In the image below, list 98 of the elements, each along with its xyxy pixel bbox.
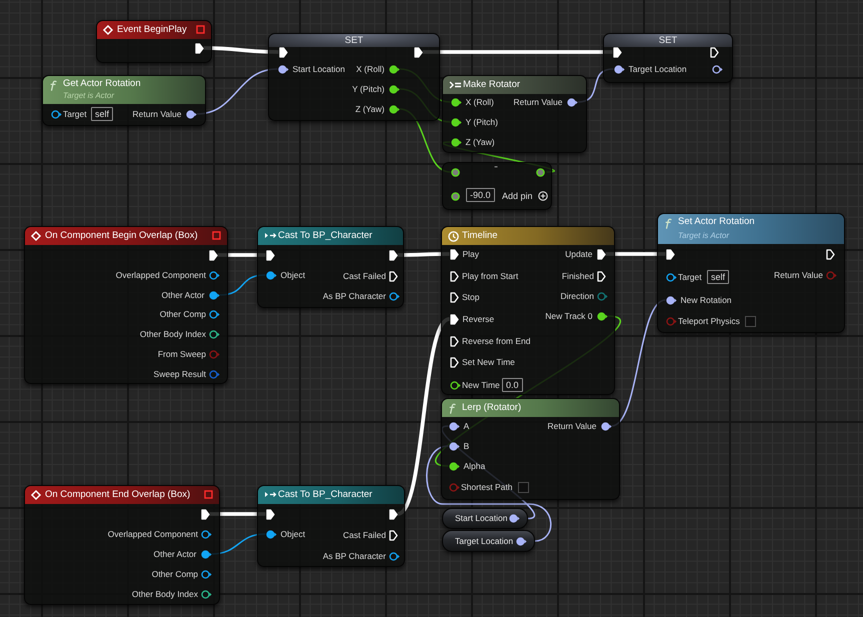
node-title: Event BeginPlay: [117, 24, 187, 36]
pin-label: Finished: [562, 270, 594, 282]
graph-node: [257, 485, 405, 567]
exec-pin-icon: [388, 508, 398, 520]
pin-label: Play from Start: [462, 270, 518, 282]
pin-label: X (Roll): [356, 64, 384, 74]
operator-label: -: [494, 160, 498, 172]
node-title: Lerp (Rotator): [462, 402, 522, 414]
node-title: Start Location: [455, 513, 508, 524]
pin-label: Stop: [462, 292, 480, 302]
pin-label: Other Body Index: [140, 328, 206, 340]
node-subtitle: Target is Actor: [63, 91, 114, 101]
pin-label: New Track 0: [545, 310, 592, 322]
exec-pin-icon: [208, 250, 218, 260]
node-title: Set Actor Rotation: [678, 216, 755, 228]
graph-node: [442, 530, 535, 552]
pin-label: From Sweep: [158, 348, 206, 360]
node-title: Cast To BP_Character: [278, 230, 372, 242]
pin-label: Y (Pitch): [352, 84, 384, 94]
pin-label: Other Comp: [152, 568, 198, 580]
input-field: 0.0: [502, 378, 523, 392]
input-field: self: [707, 270, 730, 284]
graph-node: [24, 226, 228, 384]
pin-label: Cast Failed: [343, 270, 386, 282]
pin-label: Other Actor: [154, 548, 196, 560]
node-title: Cast To BP_Character: [278, 489, 372, 501]
node-title: SET: [658, 35, 678, 47]
node-title: Get Actor Rotation: [63, 78, 141, 90]
graph-node: [657, 213, 845, 333]
graph-node: [442, 508, 528, 529]
pin-label: Shortest Path: [461, 482, 513, 492]
pin-label: Play: [462, 248, 480, 260]
pin-label: As BP Character: [322, 550, 386, 562]
pin-label: Overlapped Component: [108, 528, 198, 540]
pin-label: Update: [565, 248, 592, 260]
pin-label: Return Value: [774, 270, 823, 280]
node-title: Make Rotator: [463, 79, 520, 91]
exec-pin-icon: [200, 508, 210, 520]
pin-label: Other Comp: [160, 308, 206, 320]
pin-label: Other Body Index: [132, 588, 198, 600]
pin-label: Z (Yaw): [466, 136, 495, 148]
graph-node: [441, 226, 615, 395]
exec-pin-icon: [266, 250, 274, 260]
pin-label: Reverse: [462, 314, 494, 324]
pin-label: Start Location: [292, 64, 345, 74]
node-title: On Component Begin Overlap (Box): [45, 230, 198, 242]
pin-label: Alpha: [464, 460, 486, 472]
exec-pin-icon: [666, 248, 674, 260]
node-title: SET: [344, 35, 364, 47]
wire: [426, 445, 552, 542]
pin-label: Teleport Physics: [678, 316, 740, 326]
input-field: self: [91, 107, 114, 121]
graph-node: [442, 75, 587, 153]
pin-label: Return Value: [514, 96, 562, 108]
exec-pin-icon: [278, 46, 288, 58]
exec-pin-icon: [388, 250, 398, 260]
add-pin-label: Add pin: [502, 190, 533, 202]
graph-node: [257, 226, 404, 308]
pin-icon: [536, 168, 546, 176]
node-title: Timeline: [462, 230, 498, 242]
pin-label: Object: [280, 270, 306, 280]
pin-label: Object: [280, 528, 306, 540]
pin-label: Cast Failed: [343, 530, 386, 540]
node-title: Target Location: [455, 536, 514, 546]
pin-label: Z (Yaw): [355, 104, 384, 114]
graph-node: [42, 75, 206, 126]
pin-label: Target: [678, 272, 702, 282]
pin-label: New Time: [462, 380, 500, 390]
pin-label: Target Location: [628, 64, 687, 74]
pin-label: Overlapped Component: [116, 270, 206, 280]
exec-pin-icon: [194, 42, 204, 54]
pin-label: Target: [63, 108, 87, 120]
node-title: On Component End Overlap (Box): [45, 489, 190, 501]
exec-pin-icon: [414, 46, 422, 58]
graph-node: [268, 33, 440, 121]
exec-pin-icon: [612, 46, 622, 58]
graph-node: [24, 485, 220, 605]
pin-label: A: [464, 420, 470, 432]
pin-label: Sweep Result: [154, 368, 206, 380]
pin-icon: [450, 168, 462, 176]
pin-label: Y (Pitch): [466, 116, 498, 128]
graph-node: [96, 20, 212, 63]
pin-label: X (Roll): [466, 96, 494, 108]
graph-node: [442, 162, 552, 210]
graph-node: [603, 33, 733, 83]
exec-pin-icon: [266, 508, 274, 520]
pin-label: Set New Time: [462, 356, 515, 368]
pin-label: Other Actor: [162, 290, 204, 300]
pin-label: B: [464, 440, 470, 452]
pin-label: Direction: [560, 290, 594, 302]
node-subtitle: Target is Actor: [678, 231, 729, 241]
graph-node: [441, 398, 620, 500]
pin-label: Reverse from End: [462, 336, 530, 346]
input-field: -90.0: [466, 188, 495, 202]
pin-label: As BP Character: [322, 290, 386, 302]
pin-label: Return Value: [132, 108, 182, 120]
pin-label: Return Value: [548, 420, 596, 432]
pin-label: New Rotation: [680, 294, 732, 306]
